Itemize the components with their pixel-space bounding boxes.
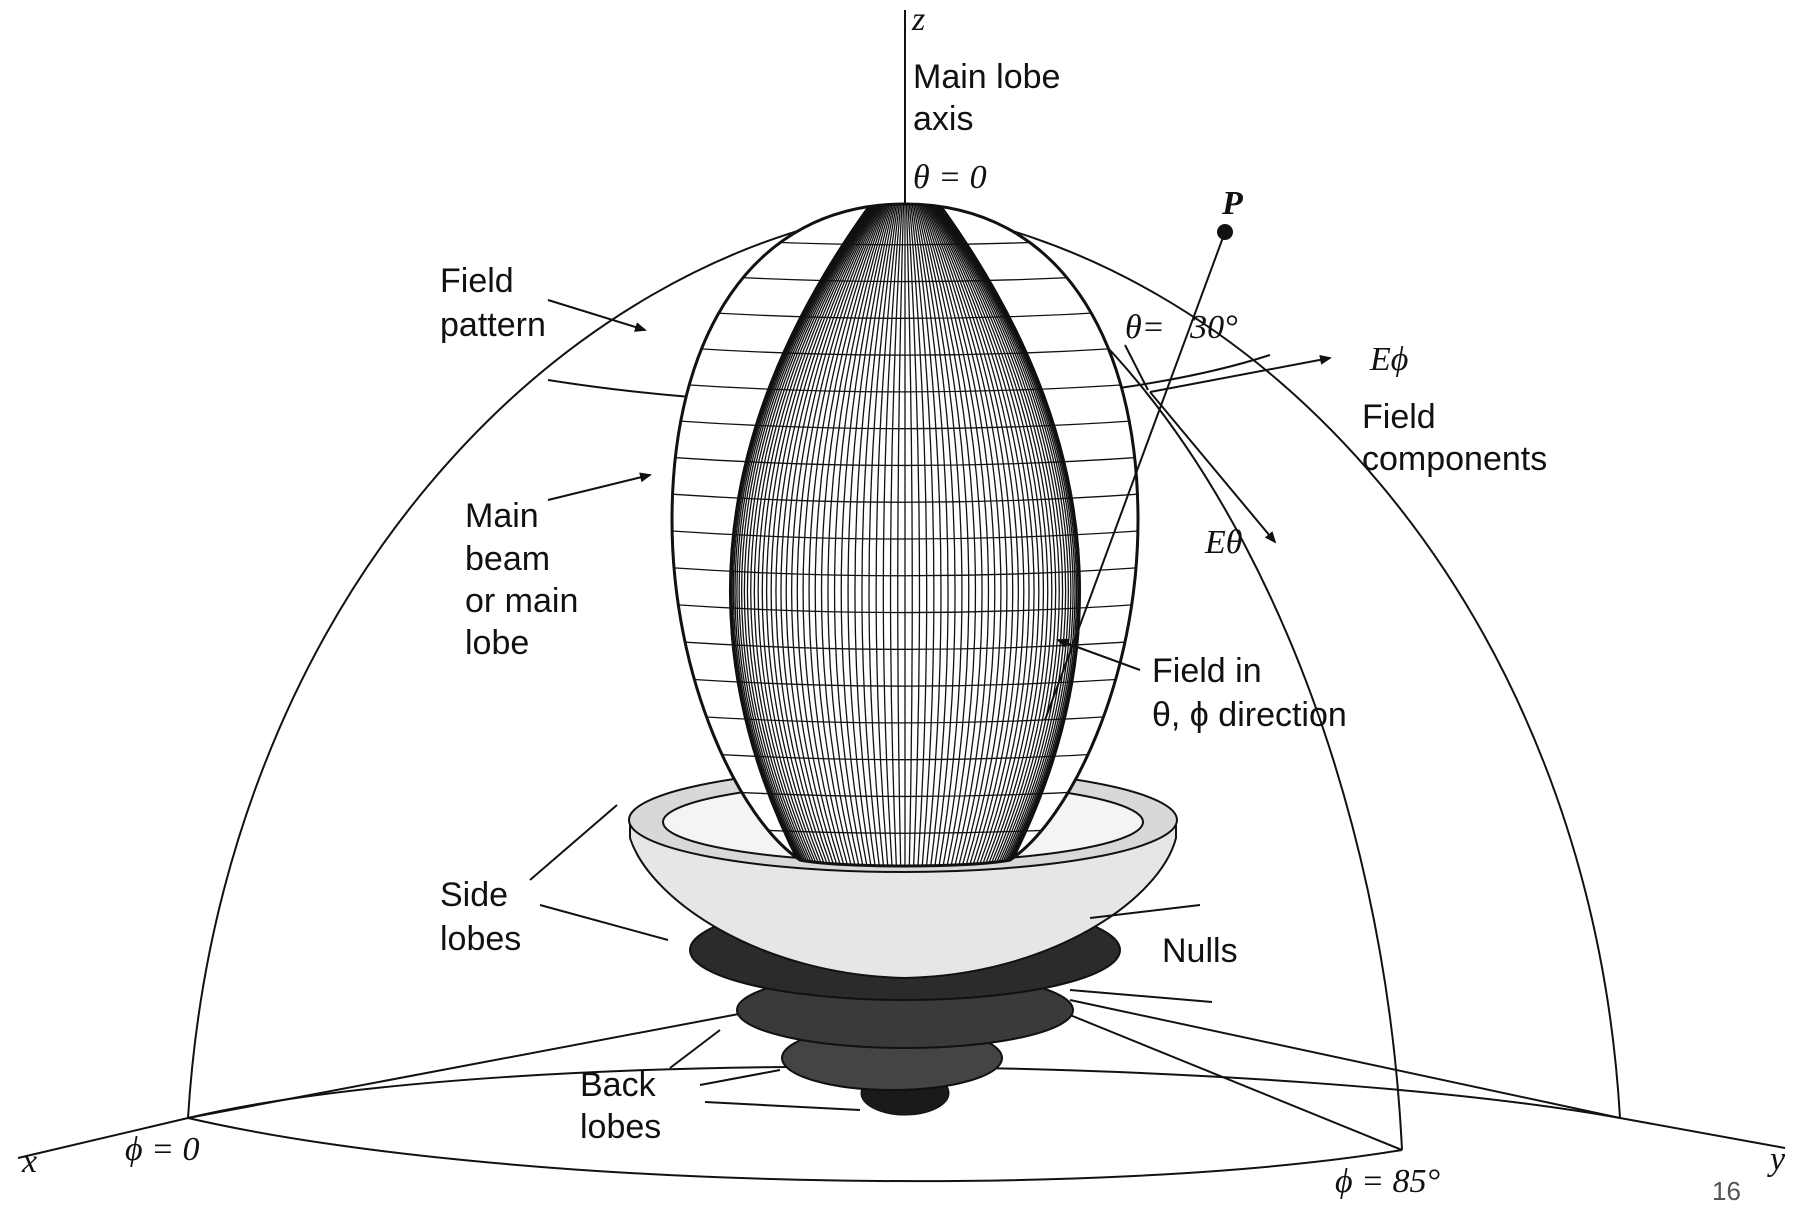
main-lobe-axis-label-2: axis — [913, 100, 973, 138]
theta-30-label: θ= 30° — [1125, 309, 1238, 346]
pointer-field-pattern — [548, 300, 645, 330]
phi-zero-label: ϕ = 0 — [125, 1131, 200, 1168]
e-phi-label: Eϕ — [1369, 341, 1408, 378]
floor-line-y2 — [1070, 1000, 1620, 1118]
field-in-direction-label-1: Field in — [1152, 652, 1262, 690]
pointer-null-2 — [1070, 990, 1212, 1002]
x-axis-label: x — [21, 1143, 37, 1180]
field-in-direction-label-2: θ, ϕ direction — [1152, 696, 1347, 734]
point-p-label: P — [1221, 185, 1243, 222]
side-lobes-label-1: Side — [440, 876, 508, 914]
pointer-back-lobe-3 — [705, 1102, 860, 1110]
page-number: 16 — [1712, 1176, 1741, 1206]
back-lobes-label-2: lobes — [580, 1108, 661, 1146]
pointer-main-beam — [548, 475, 650, 500]
main-lobe — [645, 204, 1165, 866]
pointer-side-lobe-2 — [540, 905, 668, 940]
field-components-label-2: components — [1362, 440, 1547, 478]
pointer-back-lobe-2 — [700, 1070, 780, 1085]
y-axis-label: y — [1767, 1141, 1786, 1178]
nulls-label: Nulls — [1162, 932, 1238, 970]
main-beam-label-4: lobe — [465, 624, 529, 662]
phi-85-label: ϕ = 85° — [1335, 1163, 1441, 1200]
equator-front — [188, 1118, 1402, 1181]
e-theta-vector — [1150, 392, 1275, 542]
side-lobes-label-2: lobes — [440, 920, 521, 958]
main-beam-label-2: beam — [465, 540, 550, 578]
field-pattern-label-1: Field — [440, 262, 514, 300]
main-beam-label-3: or main — [465, 582, 578, 620]
theta-zero-label: θ = 0 — [913, 159, 987, 196]
pointer-back-lobe-1 — [670, 1030, 720, 1068]
main-beam-label-1: Main — [465, 497, 539, 535]
point-p-marker — [1217, 224, 1233, 240]
field-components-label-1: Field — [1362, 398, 1436, 436]
main-lobe-axis-label-1: Main lobe — [913, 58, 1060, 96]
e-theta-label: Eθ — [1204, 524, 1242, 561]
field-pattern-label-2: pattern — [440, 306, 546, 344]
y-axis — [1620, 1118, 1785, 1148]
pointer-side-lobe-1 — [530, 805, 617, 880]
pointer-theta-angle — [1125, 345, 1148, 390]
back-lobes-label-1: Back — [580, 1066, 657, 1104]
z-axis-label: z — [911, 1, 925, 38]
